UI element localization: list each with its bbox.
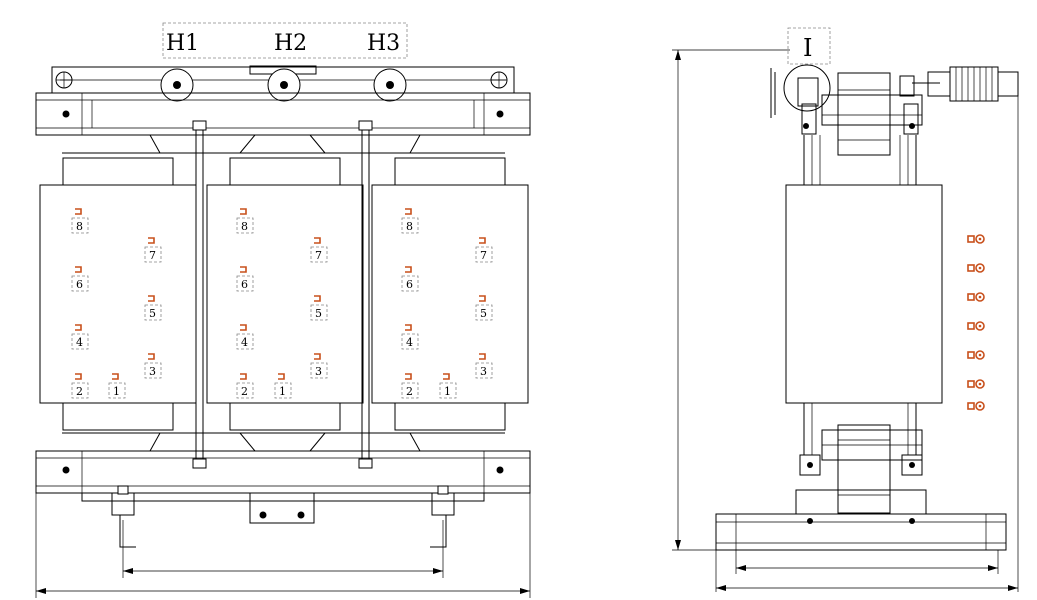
tap-marker-7: 7: [144, 237, 162, 263]
svg-text:6: 6: [406, 278, 413, 291]
tap-marker-7: 7: [475, 237, 493, 263]
svg-text:6: 6: [76, 278, 83, 291]
tap-marker-5: 5: [144, 295, 162, 321]
detail-label: I: [783, 27, 831, 112]
side-top-assembly: [770, 66, 1019, 185]
lug-5: [967, 350, 985, 360]
svg-text:8: 8: [406, 220, 413, 233]
svg-text:5: 5: [149, 307, 156, 320]
svg-text:7: 7: [315, 249, 322, 262]
tap-marker-8: 8: [401, 208, 419, 234]
svg-text:8: 8: [241, 220, 248, 233]
svg-text:4: 4: [76, 336, 83, 349]
svg-text:1: 1: [444, 385, 451, 398]
side-view: I: [672, 27, 1019, 592]
svg-text:5: 5: [480, 307, 487, 320]
lug-1: [967, 234, 985, 244]
lug-2: [967, 263, 985, 273]
svg-text:2: 2: [241, 385, 248, 398]
svg-text:4: 4: [406, 336, 413, 349]
tap-marker-3: 3: [310, 353, 328, 379]
tap-marker-2: 2: [71, 373, 89, 399]
coil-phase-1: [39, 157, 197, 431]
tap-marker-8: 8: [71, 208, 89, 234]
tap-marker-5: 5: [475, 295, 493, 321]
tap-marker-4: 4: [71, 324, 89, 350]
svg-text:4: 4: [241, 336, 248, 349]
tap-marker-5: 5: [310, 295, 328, 321]
hv-bushing-h3: [373, 68, 407, 102]
coil-phase-2: [206, 157, 364, 431]
tap-marker-6: 6: [71, 266, 89, 292]
detail-label-text: I: [803, 34, 812, 62]
side-dimensions: [672, 49, 1019, 592]
tap-markers-phase-2: 8 7 6 5 4 3 2 1: [236, 208, 328, 399]
tap-marker-3: 3: [144, 353, 162, 379]
terminal-label-h2: H2: [274, 31, 307, 56]
tap-marker-6: 6: [236, 266, 254, 292]
terminal-label-h3: H3: [367, 31, 400, 56]
tap-marker-4: 4: [236, 324, 254, 350]
hv-bushing-h2: [267, 68, 301, 102]
svg-text:3: 3: [315, 365, 322, 378]
svg-text:7: 7: [480, 249, 487, 262]
svg-text:7: 7: [149, 249, 156, 262]
svg-text:2: 2: [406, 385, 413, 398]
terminal-label-box: H1 H2 H3: [162, 22, 408, 59]
lug-4: [967, 321, 985, 331]
tap-markers-phase-1: 8 7 6 5 4 3 2 1: [71, 208, 162, 399]
tap-markers-phase-3: 8 7 6 5 4 3 2 1: [401, 208, 493, 399]
svg-text:6: 6: [241, 278, 248, 291]
front-base: [81, 485, 485, 548]
svg-text:2: 2: [76, 385, 83, 398]
coil-phase-3: [371, 157, 529, 431]
lower-clamp: [35, 432, 531, 494]
lug-7: [967, 401, 985, 411]
tap-marker-8: 8: [236, 208, 254, 234]
front-dimensions: [35, 493, 531, 598]
svg-text:3: 3: [149, 365, 156, 378]
tap-marker-2: 2: [401, 373, 419, 399]
tap-marker-6: 6: [401, 266, 419, 292]
svg-text:8: 8: [76, 220, 83, 233]
tap-marker-7: 7: [310, 237, 328, 263]
hv-bushing-h1: [160, 68, 194, 102]
terminal-label-h1: H1: [166, 31, 199, 56]
svg-text:3: 3: [480, 365, 487, 378]
side-coil: [785, 184, 943, 404]
upper-clamp: [35, 92, 531, 154]
lug-3: [967, 292, 985, 302]
tie-rods: [192, 120, 373, 469]
tap-marker-2: 2: [236, 373, 254, 399]
tap-marker-1: 1: [439, 373, 457, 399]
lug-6: [967, 379, 985, 389]
tap-marker-1: 1: [108, 373, 126, 399]
svg-text:1: 1: [113, 385, 120, 398]
front-view: H1 H2 H3: [35, 22, 531, 598]
svg-text:5: 5: [315, 307, 322, 320]
side-lower-assembly: [715, 403, 1007, 551]
tap-marker-3: 3: [475, 353, 493, 379]
svg-text:1: 1: [279, 385, 286, 398]
tap-marker-4: 4: [401, 324, 419, 350]
lv-terminal-lugs: [967, 234, 985, 411]
tap-marker-1: 1: [274, 373, 292, 399]
